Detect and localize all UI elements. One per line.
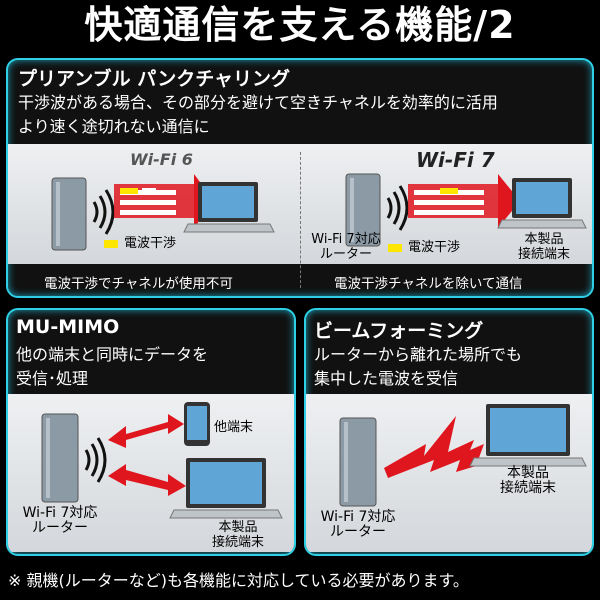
arrow-up-double-icon (108, 414, 184, 448)
mu-mimo-illustration (41, 402, 283, 519)
router-label-line1: Wi-Fi 7対応 (320, 509, 396, 525)
beamforming-scene: 本製品 接続端末 Wi-Fi 7対応 ルーター (306, 394, 592, 552)
laptop-icon (169, 458, 283, 519)
interference-legend: 電波干渉 (388, 240, 460, 255)
panel-title: プリアンブル パンクチャリング (18, 68, 291, 90)
legend-text: 電波干渉 (408, 240, 461, 255)
device-label-line1: 本製品 (507, 465, 549, 481)
panel-desc-line2: より速く途切れない通信に (18, 117, 210, 136)
lightning-beam-icon (384, 416, 484, 478)
device-label: 本製品 接続端末 (208, 520, 268, 550)
router-label-line1: Wi-Fi 7対応 (311, 232, 381, 247)
device-label-line2: 接続端末 (211, 535, 264, 550)
router-icon (41, 413, 79, 503)
interference-swatch (388, 243, 402, 252)
panel-title: MU-MIMO (16, 316, 120, 338)
signal-arrow-icon (408, 174, 520, 228)
panel-desc-line2: 集中した電波を受信 (314, 369, 459, 388)
router-icon (345, 173, 381, 247)
puncturing-illustration (51, 173, 587, 251)
panel-desc-line1: ルーターから離れた場所でも (314, 345, 523, 364)
wifi-signal-icon (84, 437, 107, 483)
device-label-line2: 接続端末 (517, 247, 570, 262)
laptop-icon (497, 178, 587, 229)
router-label-line2: ルーター (330, 524, 386, 540)
panel-desc-line1: 干渉波がある場合、その部分を避けて空きチャネルを効率的に活用 (18, 93, 498, 112)
interference-swatch (104, 239, 118, 248)
device-label-line2: 接続端末 (500, 480, 556, 496)
router-label-line2: ルーター (319, 247, 372, 262)
panel-desc-line2: 受信･処理 (16, 369, 89, 388)
panel-beamforming: ビームフォーミング ルーターから離れた場所でも 集中した電波を受信 本製品 接続… (304, 308, 594, 556)
wifi7-caption: 電波干渉チャネルを除いて通信 (334, 276, 523, 292)
router-label: Wi-Fi 7対応 ルーター (310, 232, 382, 262)
router-icon (339, 417, 377, 507)
legend-text: 電波干渉 (124, 236, 177, 251)
wifi7-label: Wi-Fi 7 (416, 148, 495, 172)
device-label: 本製品 接続端末 (498, 466, 558, 496)
device-label-line1: 本製品 (524, 232, 564, 247)
page-title: 快適通信を支える機能/2 (84, 3, 516, 47)
divider (300, 152, 301, 288)
other-device-label: 他端末 (214, 420, 254, 435)
laptop-icon (183, 182, 275, 233)
arrow-down-double-icon (108, 464, 186, 496)
wifi6-caption: 電波干渉でチャネルが使用不可 (44, 276, 233, 292)
mu-mimo-scene: 他端末 本製品 接続端末 Wi-Fi 7対応 ルーター (8, 394, 294, 552)
footnote: ※ 親機(ルーターなど)も各機能に対応している必要があります。 (8, 571, 469, 590)
panel-title: ビームフォーミング (314, 320, 484, 342)
device-label: 本製品 接続端末 (514, 232, 574, 262)
panel-desc-line1: 他の端末と同時にデータを (16, 345, 209, 364)
router-label: Wi-Fi 7対応 ルーター (306, 510, 410, 540)
router-label-line1: Wi-Fi 7対応 (22, 505, 98, 521)
device-label-line1: 本製品 (218, 520, 258, 535)
laptop-icon (469, 404, 587, 467)
panel-preamble-puncturing: プリアンブル パンクチャリング 干渉波がある場合、その部分を避けて空きチャネルを… (6, 58, 594, 298)
interference-legend: 電波干渉 (104, 236, 176, 251)
beamforming-illustration (339, 404, 587, 507)
panel-mu-mimo: MU-MIMO 他の端末と同時にデータを 受信･処理 (6, 308, 296, 556)
wifi-signal-icon (386, 185, 409, 231)
phone-icon (184, 402, 210, 446)
wifi6-label: Wi-Fi 6 (130, 150, 193, 169)
router-label-line2: ルーター (32, 520, 88, 536)
router-icon (51, 177, 87, 251)
router-label: Wi-Fi 7対応 ルーター (8, 506, 112, 536)
wifi-signal-icon (92, 189, 115, 235)
